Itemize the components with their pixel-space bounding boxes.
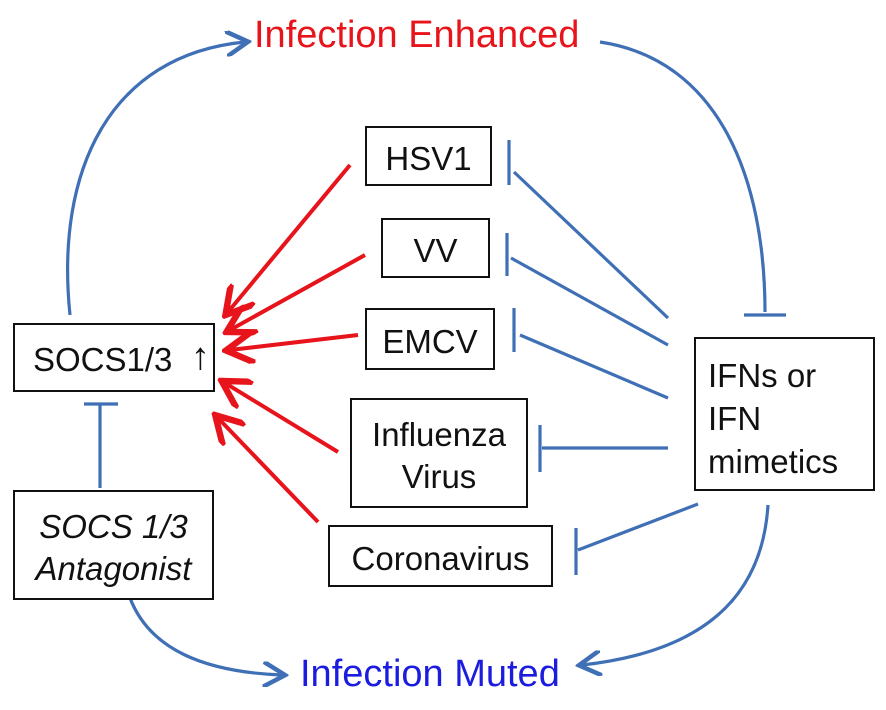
socs-label: SOCS1/3 [33, 341, 173, 378]
emcv-label: EMCV [382, 323, 478, 360]
curve-ifn-to-muted [582, 504, 770, 665]
ifn-inhibit-coronavirus [577, 502, 699, 552]
coronavirus-label: Coronavirus [351, 540, 530, 577]
curve-antagonist-to-muted [128, 597, 282, 675]
influenza-line1: Influenza [372, 416, 506, 453]
ifn-inhibit-emcv [519, 333, 669, 400]
hsv1-label: HSV1 [385, 140, 472, 177]
coronavirus-box: Coronavirus [328, 525, 553, 587]
ifn-inhibit-hsv1 [512, 170, 670, 320]
influenza-line2: Virus [401, 458, 477, 495]
socs-box: SOCS1/3 ↑ [13, 323, 215, 392]
arrow-vv-to-socs [230, 253, 366, 330]
curve-enhanced-to-ifn [599, 40, 767, 313]
ifn-box: IFNs or IFN mimetics [694, 337, 875, 491]
antagonist-line2: Antagonist [35, 550, 192, 587]
hsv1-box: HSV1 [365, 126, 492, 186]
ifn-inhibit-vv [510, 256, 669, 347]
arrow-influenza-to-socs [225, 383, 340, 454]
arrow-coronavirus-to-socs [218, 418, 320, 524]
arrow-emcv-to-socs [230, 335, 359, 350]
influenza-box: Influenza Virus [350, 398, 528, 508]
arrow-hsv1-to-socs [228, 163, 352, 312]
ifn-line2: IFN [708, 400, 762, 437]
infection-muted-label: Infection Muted [300, 653, 560, 695]
infection-enhanced-label: Infection Enhanced [254, 14, 580, 56]
vv-label: VV [413, 232, 458, 269]
vv-box: VV [381, 218, 490, 278]
up-arrow-icon: ↑ [191, 336, 210, 378]
antagonist-box: SOCS 1/3 Antagonist [13, 490, 214, 600]
ifn-line3: mimetics [708, 443, 839, 480]
curve-socs-to-enhanced [66, 42, 245, 316]
emcv-box: EMCV [365, 308, 495, 370]
ifn-line1: IFNs or [708, 357, 817, 394]
antagonist-line1: SOCS 1/3 [39, 508, 188, 545]
